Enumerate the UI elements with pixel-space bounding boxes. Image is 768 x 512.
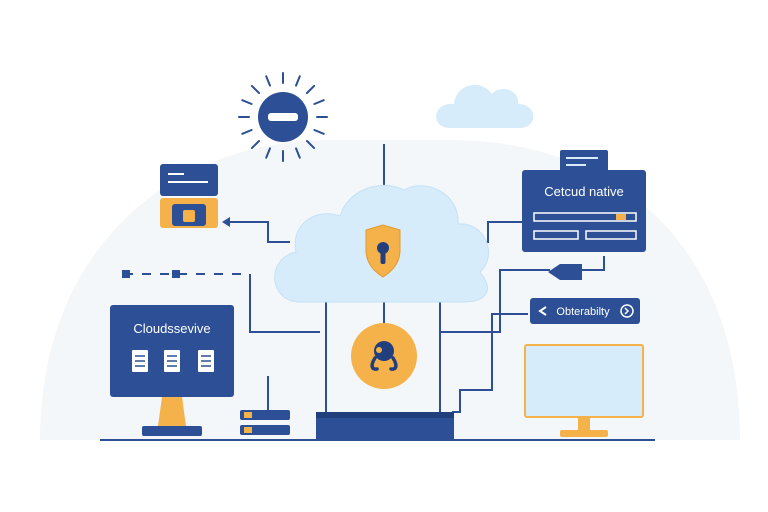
connector-lines — [124, 144, 605, 413]
tag-icon — [548, 264, 582, 280]
sun-ray — [306, 140, 316, 150]
gear-sun-icon — [238, 72, 328, 162]
right-panel-title: Cetcud native — [544, 184, 624, 199]
arrow-head-icon — [222, 217, 230, 227]
observability-button[interactable]: Obterabilty — [530, 298, 640, 324]
base-platform-cap — [316, 412, 454, 418]
sun-ray — [295, 147, 301, 159]
right-monitor — [524, 344, 644, 437]
sun-ray — [265, 75, 271, 87]
sun-ray — [313, 129, 325, 135]
dash-end-marker — [172, 270, 180, 278]
chevron-right-icon — [620, 304, 634, 318]
left-monitor-title: Cloudssevive — [133, 321, 210, 336]
cloud-icon — [436, 84, 534, 128]
left-monitor: Cloudssevive — [110, 305, 234, 436]
sun-ray — [250, 140, 260, 150]
sun-ray — [313, 99, 325, 105]
storage-device — [160, 164, 218, 228]
server-stack-icon — [240, 376, 290, 435]
shield-lock-icon — [365, 224, 401, 278]
sun-ray — [295, 75, 301, 87]
chevron-left-icon — [538, 306, 547, 316]
sun-ray — [250, 84, 260, 94]
observability-label: Obterabilty — [556, 306, 610, 318]
dash-end-marker — [122, 270, 130, 278]
right-panel: Cetcud native — [522, 150, 646, 252]
sun-ray — [265, 147, 271, 159]
network-hub-icon — [351, 323, 417, 389]
sun-ray — [241, 129, 253, 135]
sun-ray — [306, 84, 316, 94]
sun-ray — [241, 99, 253, 105]
padlock-icon — [183, 210, 195, 222]
